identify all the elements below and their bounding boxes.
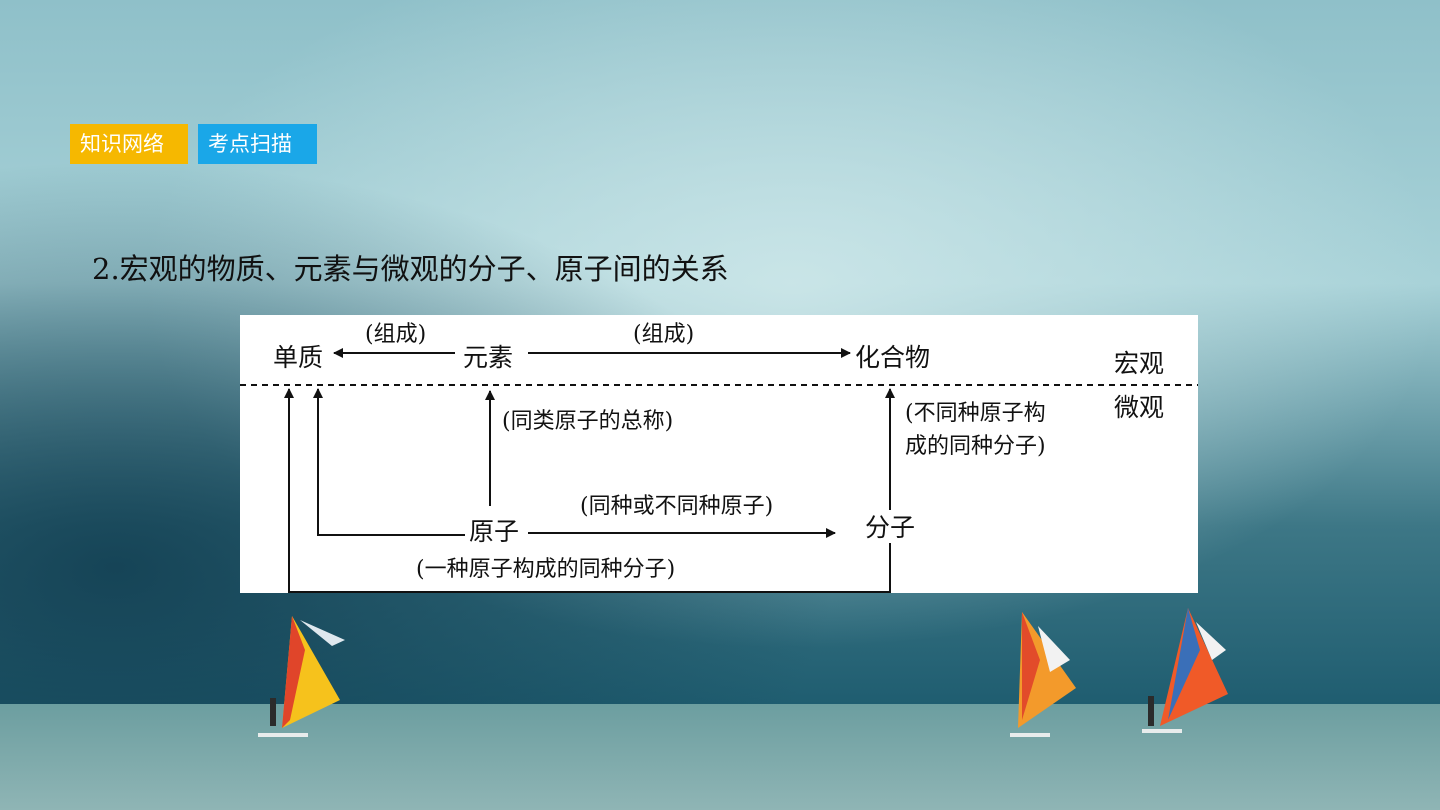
arrow-atom-to-simple-substance: [313, 388, 465, 536]
node-molecule: 分子: [865, 513, 916, 542]
node-compound: 化合物: [855, 343, 931, 372]
level-macro: 宏观: [1114, 349, 1165, 378]
tab-key-point-scan[interactable]: 考点扫描: [198, 124, 317, 164]
node-atom: 原子: [469, 517, 520, 546]
section-heading: 2.宏观的物质、元素与微观的分子、原子间的关系: [92, 252, 729, 286]
windsurfer-middle: [1010, 612, 1076, 737]
node-simple-substance: 单质: [273, 343, 324, 372]
relationship-diagram: 单质 元素 化合物 宏观 微观 原子 分子 (组成) (组成) (同类原子的总称…: [240, 315, 1198, 593]
label-element-to-compound: (组成): [633, 322, 695, 347]
label-element-to-simple: (组成): [365, 322, 427, 347]
label-molecule-to-compound-line1: (不同种原子构: [905, 401, 1046, 426]
windsurfer-left: [258, 616, 345, 737]
windsurfer-right: [1142, 608, 1228, 733]
level-micro: 微观: [1114, 393, 1165, 422]
tab-knowledge-network[interactable]: 知识网络: [70, 124, 188, 164]
node-element: 元素: [463, 343, 514, 372]
diagram-connectors: [240, 348, 1198, 593]
label-atom-to-molecule: (同种或不同种原子): [580, 494, 774, 519]
label-molecule-to-compound-line2: 成的同种分子): [905, 434, 1046, 459]
label-atom-to-element: (同类原子的总称): [502, 409, 674, 434]
arrow-molecule-to-simple-substance: [284, 388, 891, 593]
label-molecule-to-simple: (一种原子构成的同种分子): [416, 557, 676, 582]
